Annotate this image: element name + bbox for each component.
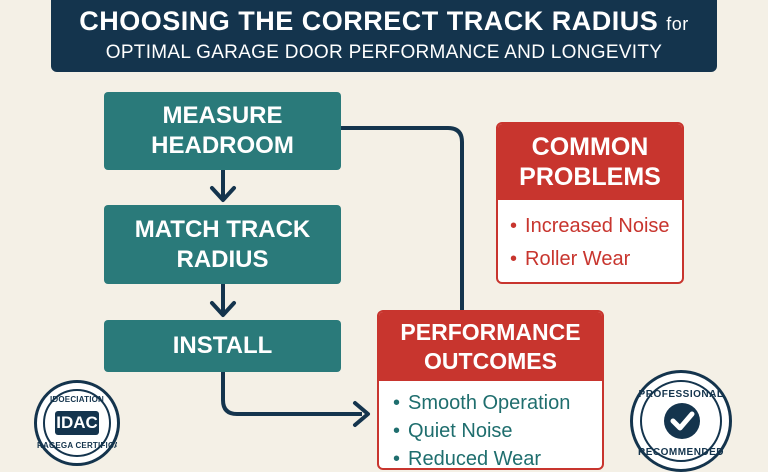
arrow-head-3 [353, 401, 370, 427]
list-item: •Roller Wear [510, 248, 631, 270]
title-line-2: OPTIMAL GARAGE DOOR PERFORMANCE AND LONG… [105, 42, 663, 63]
seal-logo-text: IDAC [55, 411, 99, 435]
bullet: • [393, 420, 401, 442]
problems-header: COMMON PROBLEMS [498, 124, 682, 200]
connector-step1-to-outcomes [341, 126, 464, 310]
seal-top-text: IDOECIATION [49, 395, 105, 404]
title-banner: CHOOSING THE CORRECT TRACK RADIUS for OP… [51, 0, 717, 72]
common-problems-box: COMMON PROBLEMS •Increased Noise •Roller… [496, 122, 684, 284]
title-main: CHOOSING THE CORRECT TRACK RADIUS [79, 6, 659, 36]
arrow-head-2 [210, 301, 236, 317]
list-item: •Increased Noise [510, 215, 670, 237]
step-label: MATCH TRACK RADIUS [134, 215, 311, 273]
performance-outcomes-box: PERFORMANCE OUTCOMES •Smooth Operation •… [377, 310, 604, 470]
title-connector: for [666, 14, 689, 34]
problems-title: COMMON PROBLEMS [519, 133, 661, 191]
outcomes-list: •Smooth Operation •Quiet Noise •Reduced … [379, 381, 602, 470]
list-item: •Quiet Noise [393, 420, 513, 442]
list-item: •Smooth Operation [393, 392, 571, 414]
step-label: INSTALL [172, 332, 273, 359]
problems-list: •Increased Noise •Roller Wear [498, 200, 682, 276]
connector-lines [210, 126, 464, 427]
badge-bottom-text: RECOMMENDED [637, 447, 725, 458]
arrow-head-1 [210, 186, 236, 202]
step-label: MEASURE HEADROOM [151, 102, 294, 159]
bullet: • [510, 248, 518, 270]
connector-install-to-outcomes [221, 372, 362, 416]
checkmark-icon [664, 403, 700, 439]
bullet: • [393, 392, 401, 414]
outcomes-title: PERFORMANCE OUTCOMES [400, 318, 581, 374]
bullet: • [393, 448, 401, 470]
seal-ring [43, 389, 111, 457]
list-item: •Reduced Wear [393, 448, 542, 470]
badge-top-text: PROFESSIONAL [638, 389, 724, 400]
professional-recommended-badge: PROFESSIONAL RECOMMENDED [630, 370, 732, 472]
step-measure-headroom: MEASURE HEADROOM [104, 92, 341, 170]
outcomes-header: PERFORMANCE OUTCOMES [379, 312, 602, 381]
seal-bottom-text: RAGEGA CERTIFICATED [37, 441, 117, 450]
step-match-track-radius: MATCH TRACK RADIUS [104, 205, 341, 284]
step-install: INSTALL [104, 320, 341, 372]
title-line-1: CHOOSING THE CORRECT TRACK RADIUS for [51, 6, 717, 37]
bullet: • [510, 215, 518, 237]
idac-seal-badge: IDOECIATION IDAC RAGEGA CERTIFICATED [34, 380, 120, 466]
